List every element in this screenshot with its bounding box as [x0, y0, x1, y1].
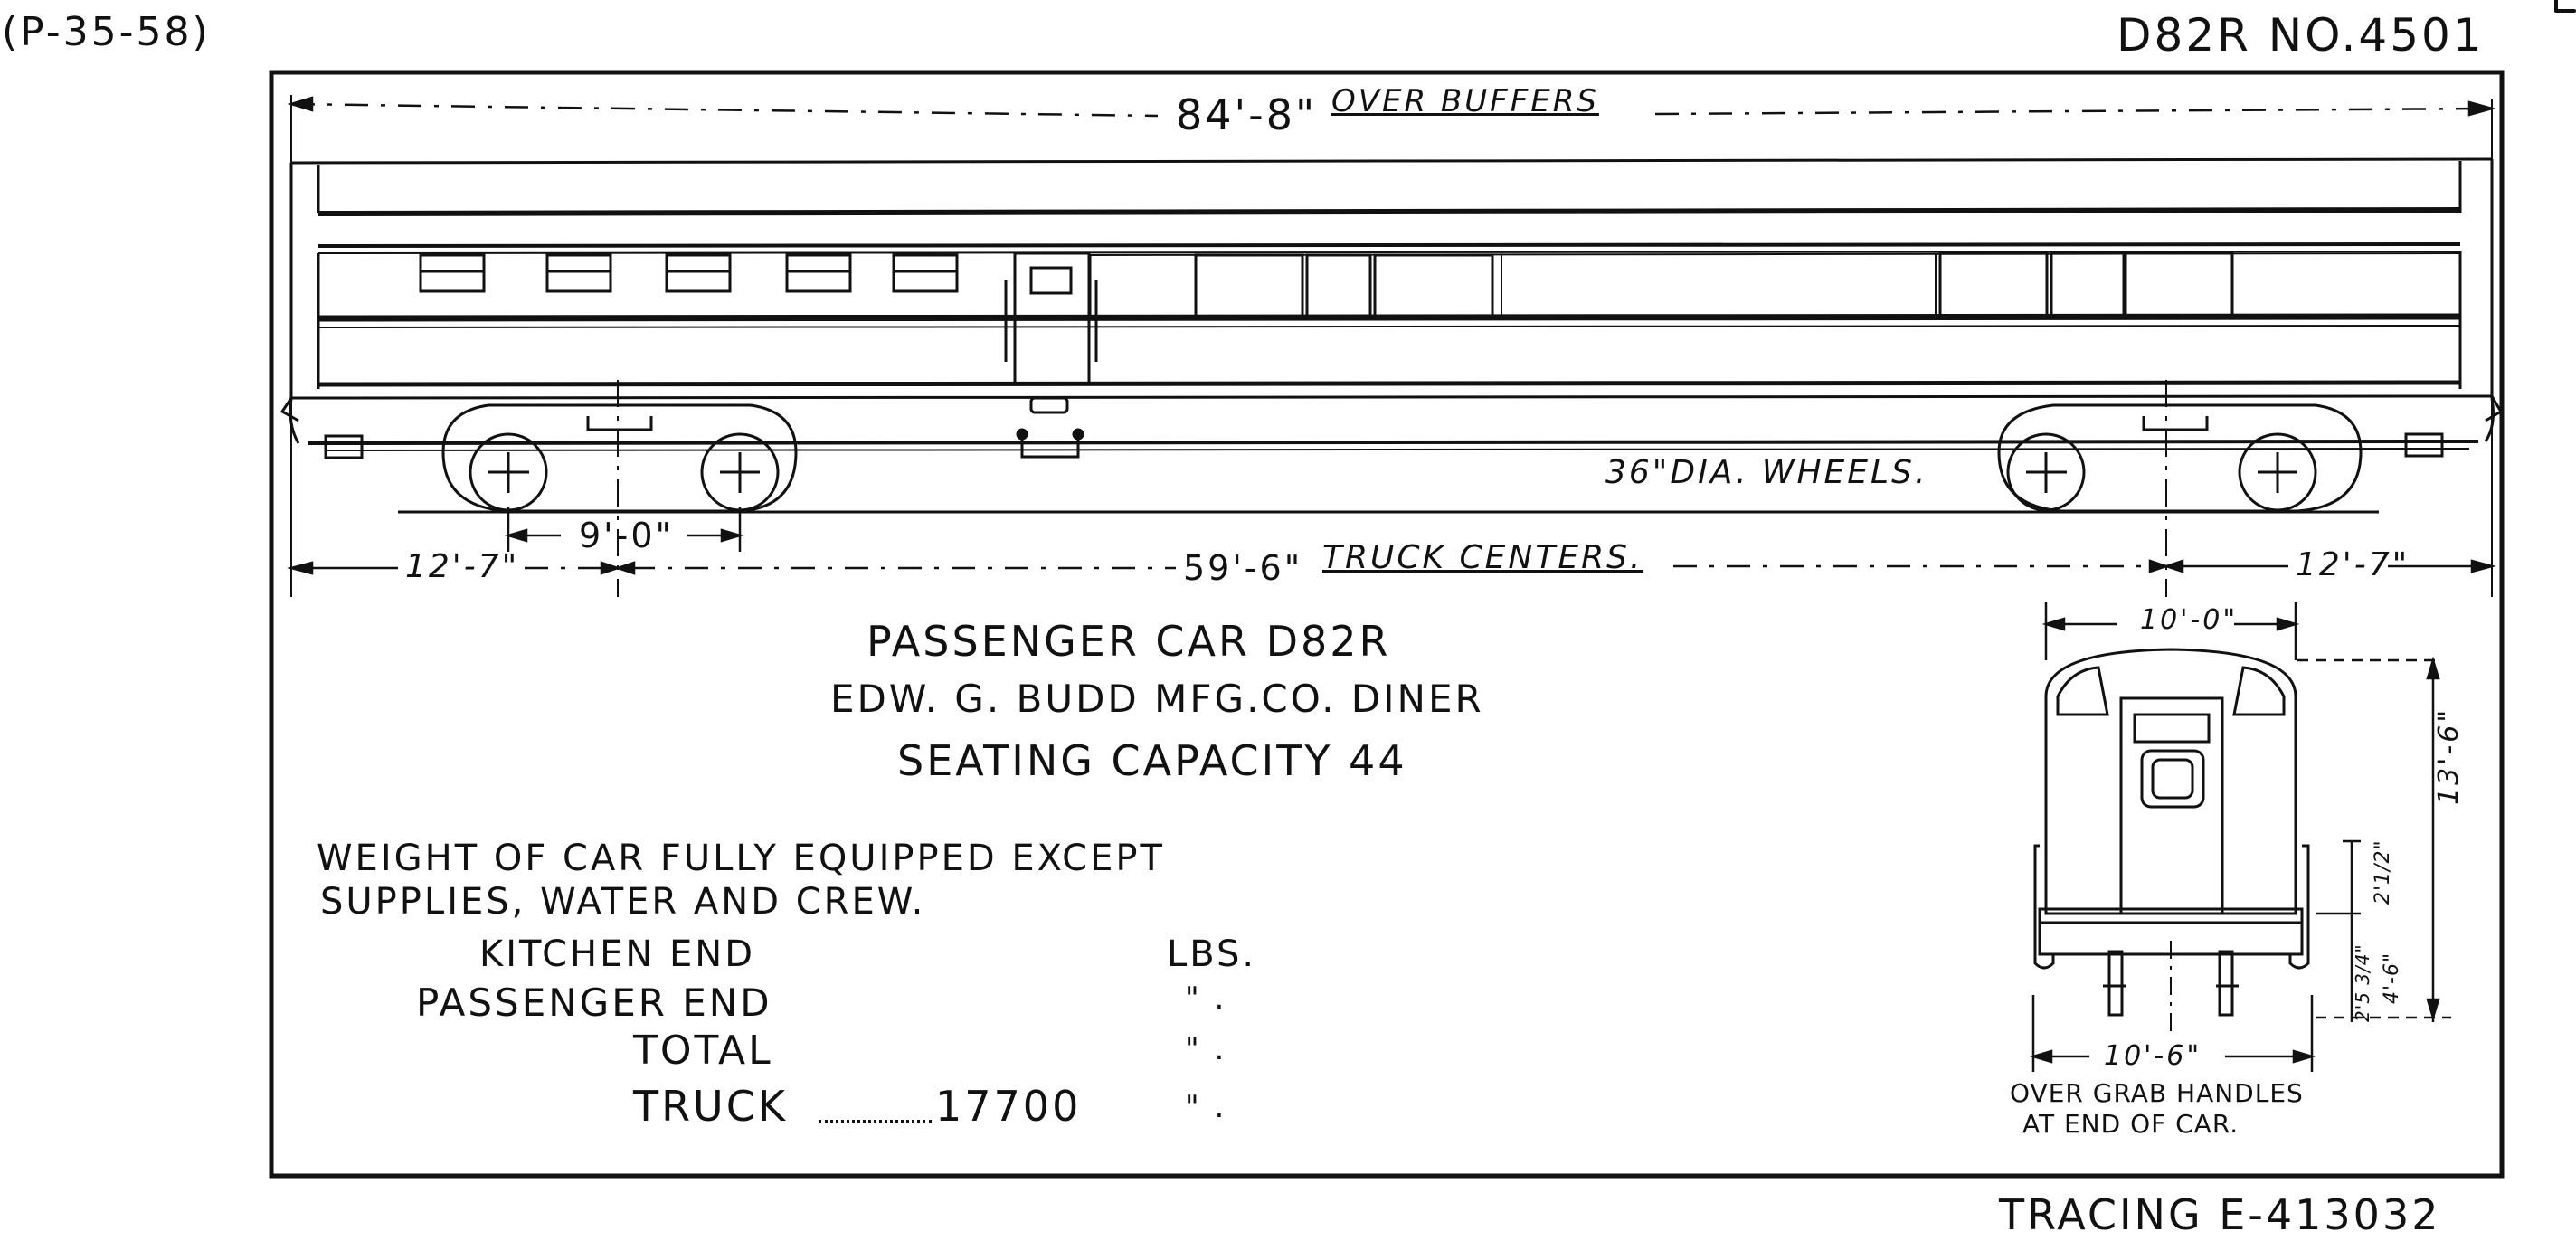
car-title-line1: PASSENGER CAR D82R [867, 617, 1391, 666]
end-view-dim-c: 2'5 3/4" [2352, 943, 2373, 1022]
wheelbase-dimension [504, 507, 744, 552]
tracing-number: TRACING E-413032 [1999, 1190, 2441, 1239]
end-view-height: 13'-6" [2433, 706, 2465, 805]
weight-row-truck-unit: " . [1185, 1089, 1227, 1125]
end-view-note-line1: OVER GRAB HANDLES [2010, 1078, 2304, 1108]
dining-windows [1088, 251, 2461, 320]
car-title-line3: SEATING CAPACITY 44 [897, 736, 1407, 785]
weights-unit-header: LBS. [1167, 933, 1257, 975]
car-body [289, 159, 2495, 451]
wheels-label: 36"DIA. WHEELS. [1605, 454, 1928, 491]
side-door [1004, 251, 1098, 459]
end-overhang-left: 12'-7" [405, 548, 520, 585]
truck-centers-value: 59'-6" [1183, 548, 1303, 588]
end-buffers [279, 395, 2504, 459]
end-view-dimension-lines [2029, 602, 2451, 1072]
end-view-dim-a: 2'1/2" [2372, 839, 2394, 905]
weight-row-passenger-unit: " . [1185, 980, 1227, 1017]
truck-centers-label: TRUCK CENTERS. [1322, 539, 1643, 576]
car-roof [290, 157, 2493, 254]
car-title-line2: EDW. G. BUDD MFG.CO. DINER [830, 677, 1484, 721]
over-buffers-label: OVER BUFFERS [1331, 83, 1599, 119]
drawing-reference-left: (P-35-58) [2, 9, 211, 55]
end-view-dim-b: 4'-6" [2381, 952, 2403, 1004]
weights-heading-line1: WEIGHT OF CAR FULLY EQUIPPED EXCEPT [317, 838, 1165, 879]
weight-row-truck-value: 17700 [935, 1082, 1082, 1131]
weight-row-kitchen-label: KITCHEN END [479, 933, 756, 975]
end-overhang-right: 12'-7" [2296, 546, 2410, 583]
weights-heading-line2: SUPPLIES, WATER AND CREW. [320, 881, 926, 923]
truck-centers-dimension-line [287, 559, 2496, 575]
weight-row-total-unit: " . [1185, 1031, 1227, 1067]
weight-row-total-label: TOTAL [633, 1028, 773, 1074]
kitchen-windows [419, 253, 959, 293]
weight-row-passenger-label: PASSENGER END [416, 980, 772, 1025]
car-end-elevation [2029, 602, 2451, 1072]
end-view-width-bottom: 10'-6" [2104, 1040, 2202, 1072]
truck-wheelbase: 9'-0" [579, 516, 674, 555]
car-number: D82R NO.4501 [2117, 9, 2485, 62]
end-view-note-line2: AT END OF CAR. [2022, 1109, 2240, 1139]
car-side-elevation [279, 95, 2504, 597]
end-view-width-top: 10'-0" [2140, 604, 2239, 636]
over-buffers-value: 84'-8" [1176, 90, 1318, 139]
drawing-border [269, 70, 2505, 1179]
weight-row-truck-leader [819, 1093, 932, 1123]
weight-row-truck-label: TRUCK [633, 1082, 789, 1131]
